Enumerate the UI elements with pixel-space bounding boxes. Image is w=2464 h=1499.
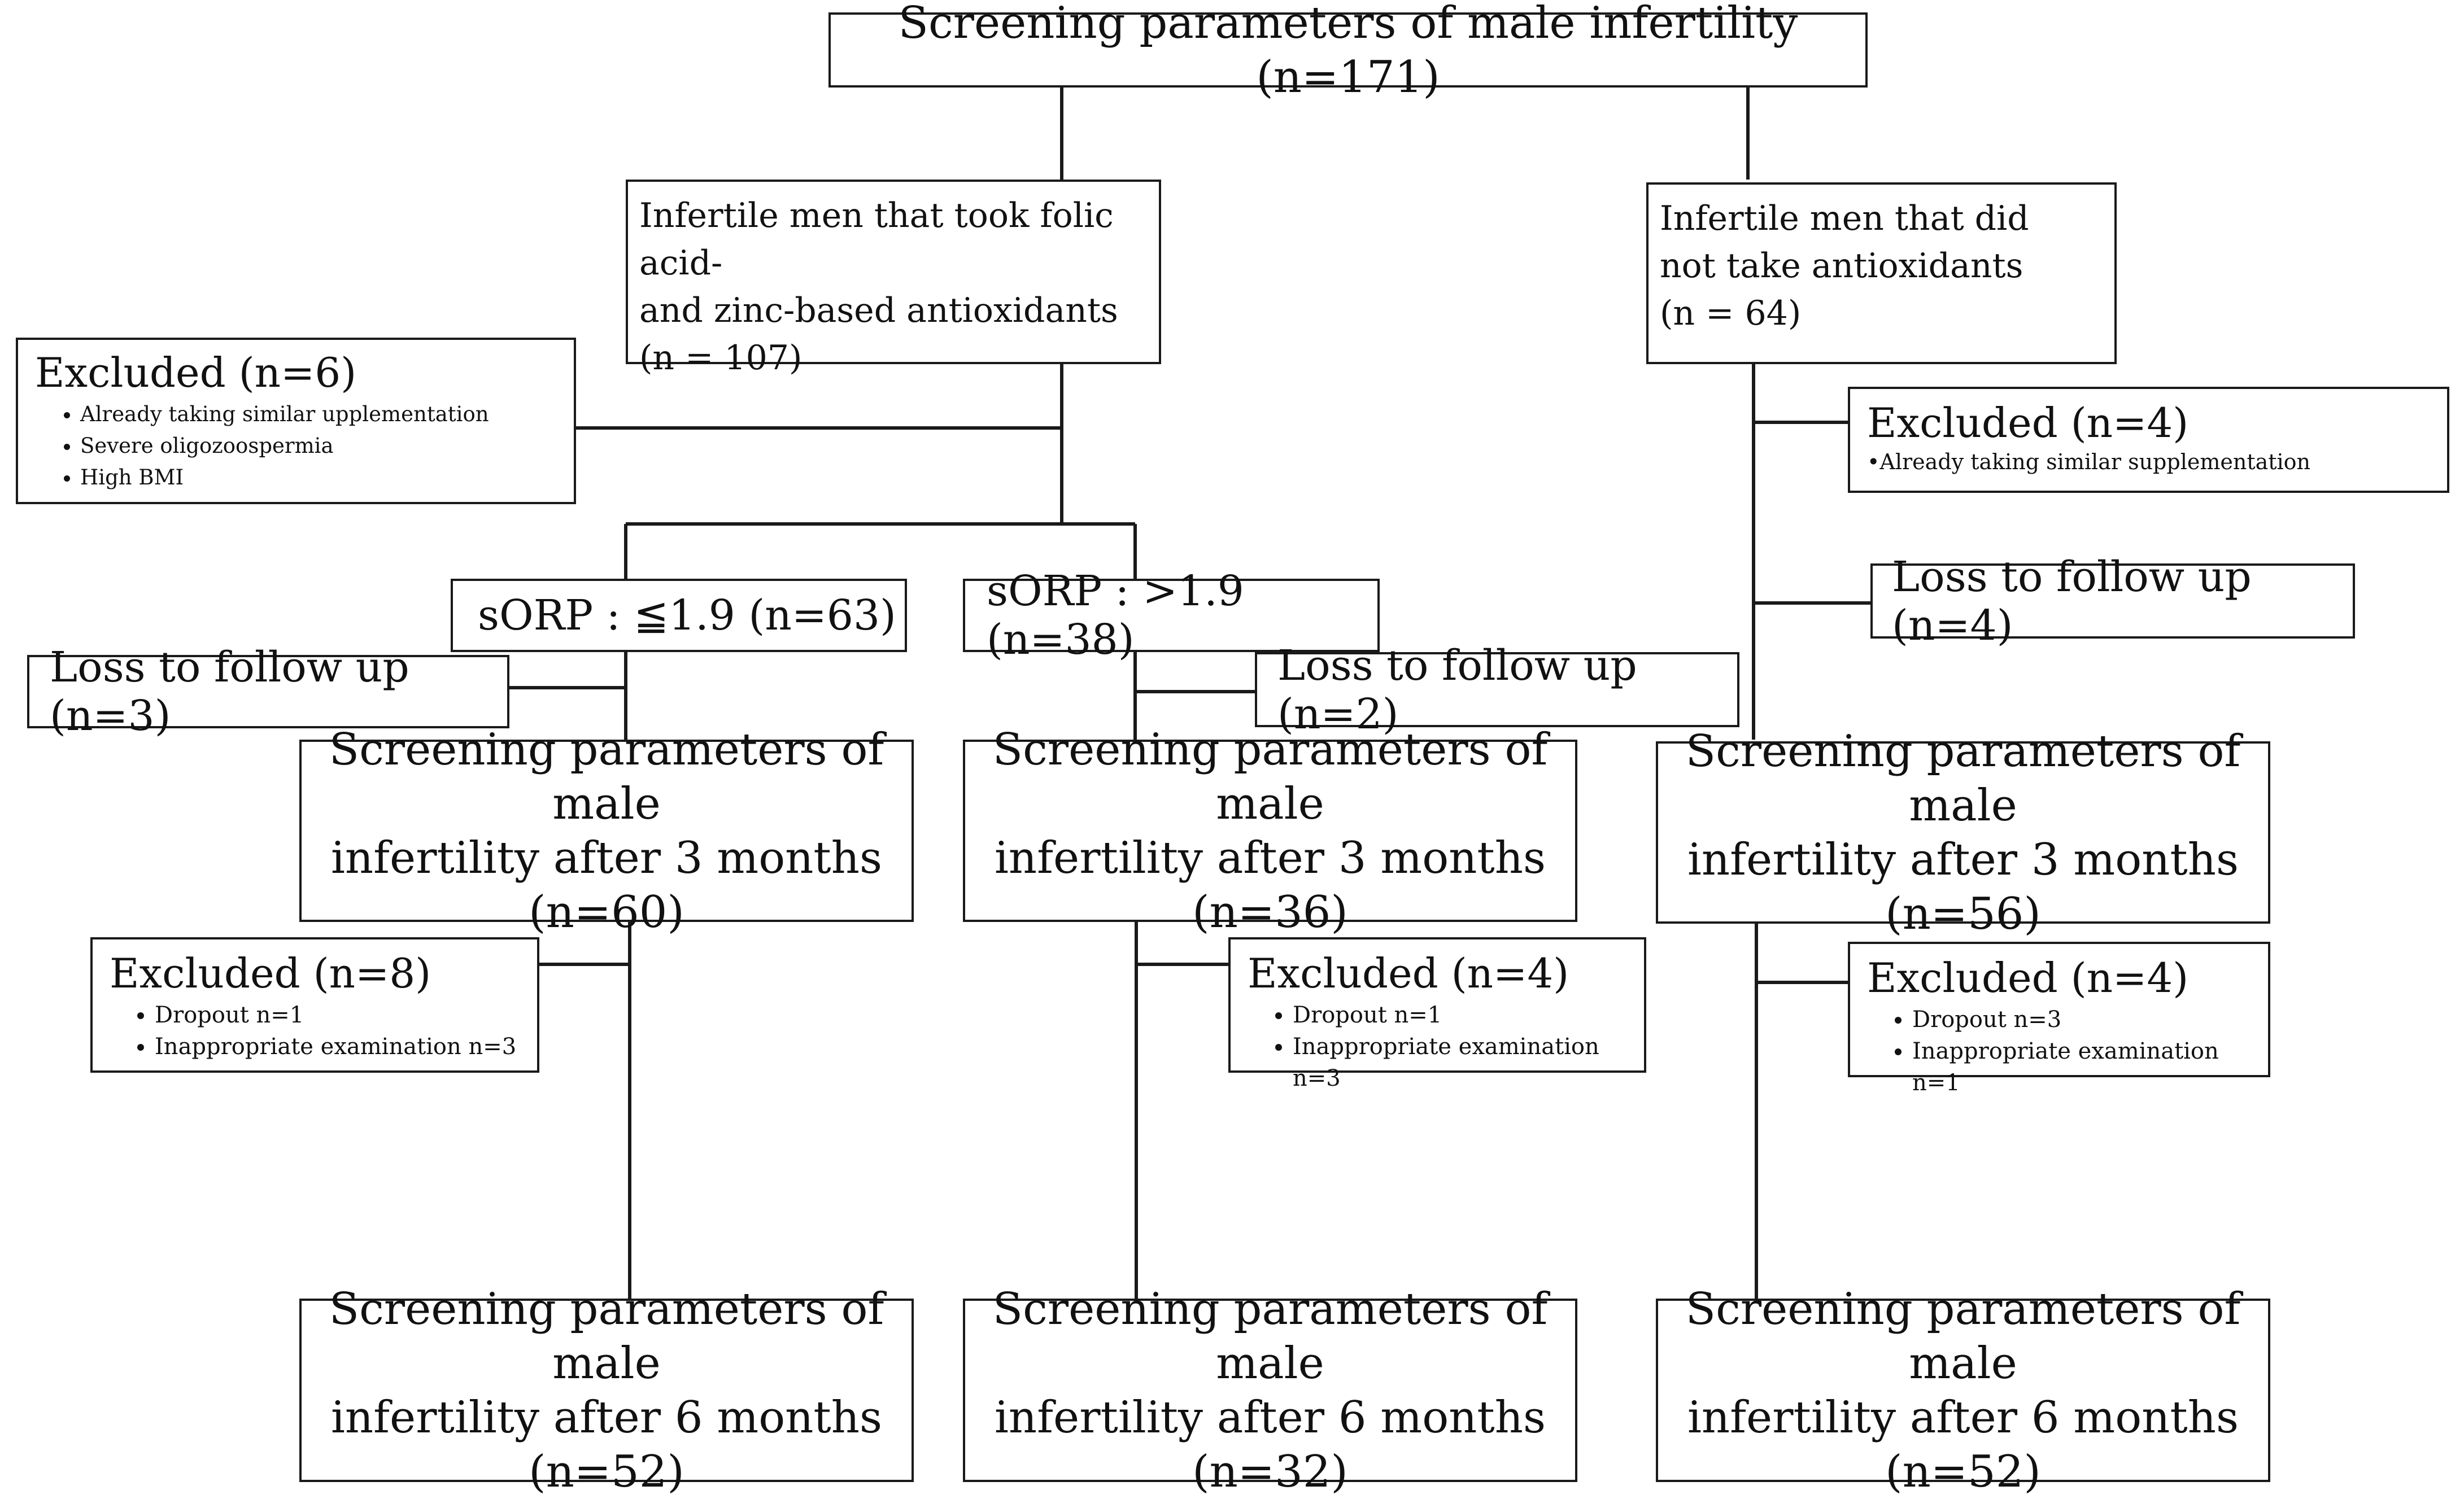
box-loss-control: Loss to follow up (n=4): [1870, 553, 2355, 650]
excluded-3m-low-title: Excluded (n=8): [110, 950, 431, 997]
box-excluded-initial: Excluded (n=6) Already taking similar up…: [16, 338, 576, 504]
box-excluded-control: Excluded (n=4) •Already taking similar s…: [1848, 387, 2449, 493]
antioxidant-group-line1: Infertile men that took folic acid-: [639, 196, 1114, 283]
6m-high-line3: (n=32): [1192, 1446, 1348, 1497]
sorp-high-label: sORP : >1.9 (n=38): [987, 567, 1244, 664]
3m-high-line2: infertility after 3 months: [994, 832, 1546, 884]
box-antioxidant-group: Infertile men that took folic acid- and …: [626, 180, 1161, 378]
loss-high-label: Loss to follow up (n=2): [1277, 641, 1637, 738]
excluded-control-item: •Already taking similar supplementation: [1867, 449, 2311, 474]
excluded-control-title: Excluded (n=4): [1867, 399, 2189, 447]
excluded-3m-control-item: Dropout n=3: [1912, 1004, 2251, 1035]
box-total: Screening parameters of male infertility…: [828, 0, 1868, 103]
excluded-initial-title: Excluded (n=6): [35, 349, 357, 396]
box-excluded-3m-low: Excluded (n=8) Dropout n=1 Inappropriate…: [90, 937, 539, 1073]
3m-control-line1: Screening parameters of male: [1685, 726, 2241, 831]
box-loss-low: Loss to follow up (n=3): [27, 643, 509, 740]
box-sorp-high: sORP : >1.9 (n=38): [963, 567, 1380, 664]
excluded-3m-low-item: Dropout n=1: [155, 999, 520, 1031]
6m-control-line3: (n=52): [1885, 1446, 2041, 1497]
6m-low-line3: (n=52): [529, 1446, 684, 1497]
excluded-initial-item: Severe oligozoospermia: [80, 430, 557, 462]
sorp-low-label: sORP : ≦1.9 (n=63): [478, 591, 896, 640]
box-6m-high: Screening parameters of male infertility…: [963, 1284, 1577, 1497]
6m-low-line2: infertility after 6 months: [330, 1392, 883, 1443]
excluded-3m-high-list: Dropout n=1 Inappropriate examination n=…: [1248, 999, 1627, 1094]
6m-low-line1: Screening parameters of male: [329, 1283, 884, 1389]
3m-low-line1: Screening parameters of male: [329, 724, 884, 829]
6m-high-line2: infertility after 6 months: [994, 1392, 1546, 1443]
box-loss-high: Loss to follow up (n=2): [1255, 641, 1739, 738]
3m-high-line3: (n=36): [1192, 886, 1348, 938]
excluded-3m-low-item: Inappropriate examination n=3: [155, 1031, 520, 1063]
6m-control-line2: infertility after 6 months: [1687, 1392, 2239, 1443]
excluded-3m-control-title: Excluded (n=4): [1867, 954, 2189, 1002]
excluded-3m-high-title: Excluded (n=4): [1248, 950, 1569, 997]
excluded-initial-item: Already taking similar upplementation: [80, 399, 557, 430]
loss-low-label: Loss to follow up (n=3): [50, 643, 409, 740]
3m-control-line2: infertility after 3 months: [1687, 834, 2239, 885]
excluded-3m-high-item: Inappropriate examination n=3: [1293, 1031, 1627, 1094]
box-6m-control: Screening parameters of male infertility…: [1656, 1284, 2270, 1497]
box-no-antioxidant-group: Infertile men that did not take antioxid…: [1646, 182, 2117, 364]
box-excluded-3m-high: Excluded (n=4) Dropout n=1 Inappropriate…: [1228, 937, 1646, 1091]
no-antioxidant-group-line1: Infertile men that did: [1660, 199, 2029, 238]
box-excluded-3m-control: Excluded (n=4) Dropout n=3 Inappropriate…: [1848, 942, 2270, 1096]
box-total-label: Screening parameters of male infertility…: [898, 0, 1798, 103]
3m-low-line2: infertility after 3 months: [330, 832, 883, 884]
box-3m-high: Screening parameters of male infertility…: [963, 724, 1577, 938]
box-3m-control: Screening parameters of male infertility…: [1656, 726, 2270, 939]
excluded-3m-control-item: Inappropriate examination n=1: [1912, 1035, 2251, 1099]
antioxidant-group-line2: and zinc-based antioxidants: [639, 291, 1118, 330]
box-sorp-low: sORP : ≦1.9 (n=63): [451, 579, 907, 652]
excluded-initial-item: High BMI: [80, 462, 557, 493]
3m-low-line3: (n=60): [529, 886, 684, 938]
loss-control-label: Loss to follow up (n=4): [1892, 552, 2252, 650]
box-6m-low: Screening parameters of male infertility…: [299, 1284, 914, 1497]
box-3m-low: Screening parameters of male infertility…: [299, 724, 914, 938]
6m-high-line1: Screening parameters of male: [992, 1283, 1548, 1389]
6m-control-line1: Screening parameters of male: [1685, 1283, 2241, 1389]
excluded-3m-high-item: Dropout n=1: [1293, 999, 1627, 1031]
excluded-3m-low-list: Dropout n=1 Inappropriate examination n=…: [110, 999, 520, 1063]
3m-control-line3: (n=56): [1885, 888, 2041, 939]
no-antioxidant-group-line2: not take antioxidants: [1660, 246, 2023, 286]
excluded-initial-list: Already taking similar upplementation Se…: [35, 399, 557, 493]
no-antioxidant-group-line3: (n = 64): [1660, 294, 1802, 333]
antioxidant-group-line3: (n = 107): [639, 338, 803, 378]
3m-high-line1: Screening parameters of male: [992, 724, 1548, 829]
excluded-3m-control-list: Dropout n=3 Inappropriate examination n=…: [1867, 1004, 2251, 1099]
